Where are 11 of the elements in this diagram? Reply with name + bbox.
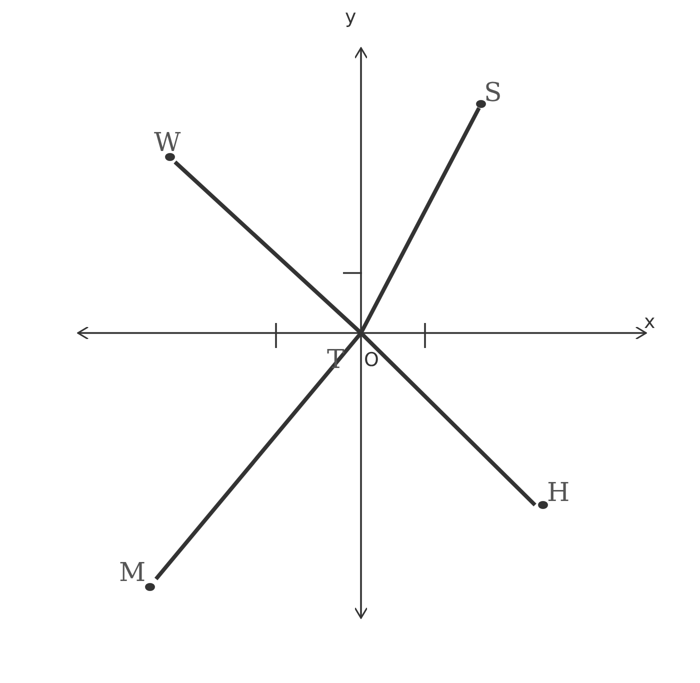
point-label: M <box>119 560 146 586</box>
point-label: S <box>484 80 502 106</box>
line-segment <box>154 332 363 580</box>
point-label: W <box>154 130 181 156</box>
line-segment <box>360 332 536 506</box>
origin-label: O <box>364 351 379 370</box>
axis-label: y <box>345 8 356 27</box>
point-label: H <box>547 480 570 506</box>
line-segment <box>174 160 362 334</box>
line-segment <box>359 107 481 334</box>
axis-label: x <box>644 313 656 332</box>
